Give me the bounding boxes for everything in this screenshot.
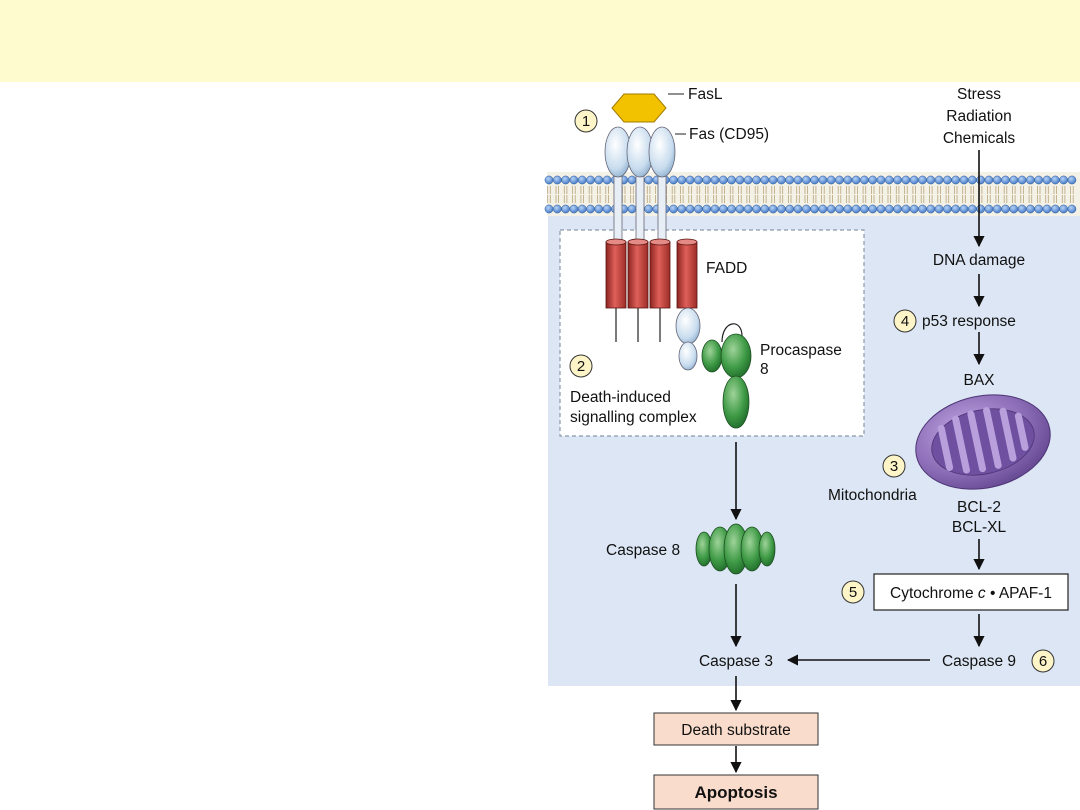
disc-label-line2: signalling complex bbox=[570, 409, 697, 426]
caspase3-label: Caspase 3 bbox=[699, 653, 773, 670]
chemicals-label: Chemicals bbox=[943, 130, 1016, 147]
caspase9-label: Caspase 9 bbox=[942, 653, 1016, 670]
svg-text:2: 2 bbox=[577, 358, 585, 375]
svg-text:5: 5 bbox=[849, 584, 857, 601]
pathway-arrows bbox=[730, 150, 985, 774]
fas-label: Fas (CD95) bbox=[689, 126, 769, 143]
svg-text:1: 1 bbox=[582, 113, 590, 130]
cytochrome-label: Cytochrome c • APAF-1 bbox=[890, 585, 1052, 602]
procaspase-8-icon bbox=[701, 323, 752, 429]
procaspase-label: Procaspase bbox=[760, 342, 842, 359]
caspase8-label: Caspase 8 bbox=[606, 542, 680, 559]
step-2-marker: 2 bbox=[569, 354, 593, 378]
fas-receptor-complex bbox=[604, 93, 752, 429]
mitochondria-icon bbox=[915, 394, 1051, 490]
step-1-marker: 1 bbox=[574, 109, 598, 133]
cytochrome-box bbox=[873, 573, 1069, 611]
svg-text:4: 4 bbox=[901, 313, 909, 330]
step-6-marker: 6 bbox=[1031, 649, 1055, 673]
apoptosis-label: Apoptosis bbox=[694, 783, 777, 802]
cell-membrane bbox=[544, 172, 1080, 216]
fasl-label: FasL bbox=[688, 86, 723, 103]
fadd-label: FADD bbox=[706, 260, 747, 277]
fasl-ligand-icon bbox=[611, 93, 667, 123]
step-4-marker: 4 bbox=[893, 309, 917, 333]
death-substrate-label: Death substrate bbox=[681, 722, 790, 739]
bcl2-label: BCL-2 bbox=[957, 499, 1001, 516]
fadd-icon bbox=[605, 238, 698, 309]
radiation-label: Radiation bbox=[946, 108, 1012, 125]
title-banner bbox=[0, 0, 1080, 82]
mitochondria-label: Mitochondria bbox=[828, 487, 917, 504]
dna-damage-label: DNA damage bbox=[933, 252, 1025, 269]
death-substrate-box bbox=[653, 712, 819, 746]
step-markers: 1 2 3 4 5 6 bbox=[569, 109, 1055, 673]
bclxl-label: BCL-XL bbox=[952, 519, 1007, 536]
p53-label: p53 response bbox=[922, 313, 1016, 330]
procaspase-number-label: 8 bbox=[760, 361, 769, 378]
svg-text:3: 3 bbox=[890, 458, 898, 475]
apoptosis-box bbox=[653, 774, 819, 810]
caspase-8-icon bbox=[695, 523, 776, 575]
step-3-marker: 3 bbox=[882, 454, 906, 478]
step-5-marker: 5 bbox=[841, 580, 865, 604]
disc-label-line1: Death-induced bbox=[570, 389, 671, 406]
bax-label: BAX bbox=[963, 372, 995, 389]
svg-text:6: 6 bbox=[1039, 653, 1047, 670]
stress-label: Stress bbox=[957, 86, 1001, 103]
